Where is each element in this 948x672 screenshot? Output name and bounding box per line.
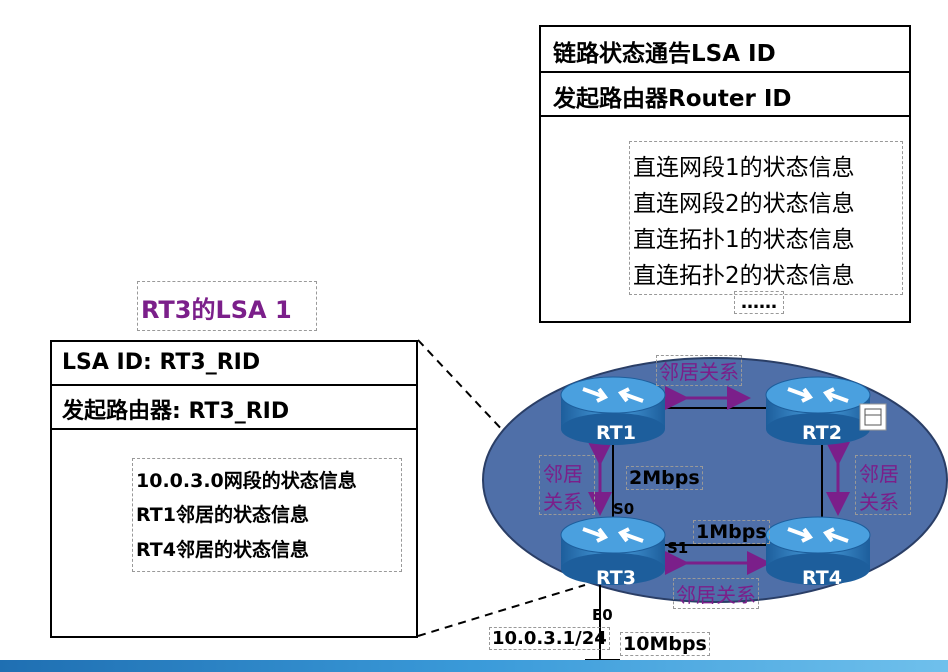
lsa-template-item-2: 直连网段2的状态信息 [633, 191, 855, 217]
lan-ip: 10.0.3.1/24 [489, 627, 610, 650]
neighbor-label-right-line1: 邻居 [859, 462, 899, 486]
lsa-template-router-id: 发起路由器Router ID [553, 86, 792, 112]
router-arrows-icon [582, 387, 644, 403]
router-rt4 [765, 516, 871, 585]
link-speed-rt1-rt3: 2Mbps [626, 466, 703, 490]
lsa-template-item-4: 直连拓扑2的状态信息 [633, 263, 855, 289]
router-arrows-icon [787, 527, 849, 543]
router-rt2 [765, 376, 871, 445]
rt3-lsa-row-lsa-id: LSA ID: RT3_RID [52, 342, 416, 386]
frame-icon [859, 403, 887, 431]
router-rt3 [560, 516, 666, 585]
rt3-lsa-item-1: 10.0.3.0网段的状态信息 [136, 470, 357, 492]
neighbor-label-top: 邻居关系 [656, 355, 742, 386]
rt3-lsa-title-frame [137, 281, 317, 331]
router-label-rt1: RT1 [596, 422, 636, 444]
router-rt1 [560, 376, 666, 445]
lsa-template-items-frame [629, 141, 903, 295]
rt3-lsa-item-2: RT1邻居的状态信息 [136, 504, 309, 526]
rt3-lsa-title: RT3的LSA 1 [141, 296, 292, 324]
rt3-lsa-item-3: RT4邻居的状态信息 [136, 539, 309, 561]
lsa-template-item-3: 直连拓扑1的状态信息 [633, 227, 855, 253]
neighbor-label-right-line2: 关系 [859, 490, 899, 514]
router-arrows-icon [787, 387, 849, 403]
neighbor-label-left: 邻居 关系 [539, 455, 595, 515]
footer-bar [0, 660, 948, 672]
interface-s1: S1 [667, 539, 689, 557]
neighbor-label-left-line2: 关系 [543, 490, 583, 514]
neighbor-label-bottom: 邻居关系 [673, 578, 759, 609]
connector-line-bottom [417, 584, 586, 637]
rt3-lsa-router: 发起路由器: RT3_RID [62, 399, 290, 424]
lsa-template-lsa-id: 链路状态通告LSA ID [553, 41, 776, 67]
router-label-rt4: RT4 [802, 567, 842, 589]
rt3-lsa-id: LSA ID: RT3_RID [62, 350, 261, 375]
lsa-template-box: 链路状态通告LSA ID 发起路由器Router ID 直连网段1的状态信息 直… [539, 25, 911, 323]
lsa-template-ellipsis: …… [734, 291, 784, 314]
lan-speed: 10Mbps [620, 632, 710, 656]
link-speed-rt3-rt4: 1Mbps [693, 520, 770, 544]
router-arrows-icon [582, 527, 644, 543]
neighbor-label-right: 邻居 关系 [855, 455, 911, 515]
lsa-template-row-lsa-id: 链路状态通告LSA ID [541, 27, 909, 73]
interface-e0: E0 [592, 606, 613, 624]
rt3-lsa-items-frame [132, 458, 402, 572]
router-label-rt3: RT3 [596, 567, 636, 589]
rt3-lsa-box: LSA ID: RT3_RID 发起路由器: RT3_RID 10.0.3.0网… [50, 340, 418, 638]
router-label-rt2: RT2 [802, 422, 842, 444]
neighbor-label-left-line1: 邻居 [543, 462, 583, 486]
interface-s0: S0 [613, 500, 635, 518]
rt3-lsa-row-router: 发起路由器: RT3_RID [52, 386, 416, 430]
lsa-template-row-router-id: 发起路由器Router ID [541, 73, 909, 117]
lsa-template-item-1: 直连网段1的状态信息 [633, 155, 855, 181]
